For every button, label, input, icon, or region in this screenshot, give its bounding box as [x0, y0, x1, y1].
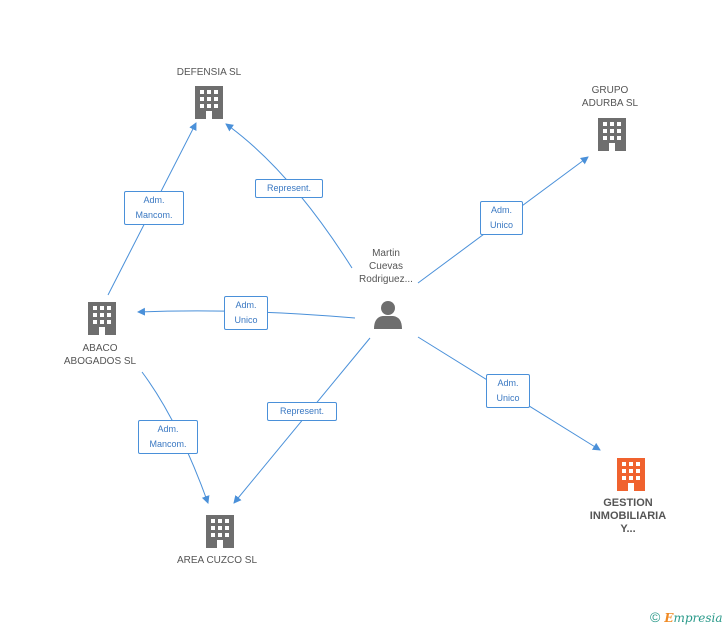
- node-label-martin[interactable]: Martin Cuevas Rodriguez...: [359, 248, 413, 285]
- building-icon-highlight[interactable]: [617, 458, 645, 491]
- edge-label-martin-abaco: Adm. Unico: [224, 296, 268, 330]
- node-label-abaco[interactable]: ABACO ABOGADOS SL: [63, 343, 137, 367]
- edge-label-martin-grupo: Adm. Unico: [480, 201, 523, 235]
- building-icon[interactable]: [206, 515, 234, 548]
- brand-logo-text: mpresia: [673, 611, 723, 625]
- building-icon[interactable]: [195, 86, 223, 119]
- copyright-icon: ©: [650, 609, 661, 625]
- edge-label-martin-gestion: Adm. Unico: [486, 374, 530, 408]
- edge-label-abaco-defensia: Adm. Mancom.: [124, 191, 184, 225]
- node-label-defensia[interactable]: DEFENSIA SL: [176, 67, 242, 78]
- person-icon[interactable]: [374, 301, 402, 329]
- building-icon[interactable]: [598, 118, 626, 151]
- footer-brand: ©Empresia: [650, 609, 723, 625]
- node-label-grupo[interactable]: GRUPO ADURBA SL: [581, 85, 639, 109]
- edge-label-abaco-area: Adm. Mancom.: [138, 420, 198, 454]
- edge-label-martin-area: Represent.: [267, 402, 337, 421]
- building-icon[interactable]: [88, 302, 116, 335]
- brand-logo-initial: E: [664, 611, 674, 625]
- node-label-area[interactable]: AREA CUZCO SL: [176, 555, 258, 566]
- edge-label-martin-defensia: Represent.: [255, 179, 323, 198]
- node-label-gestion[interactable]: GESTION INMOBILIARIA Y...: [589, 497, 667, 535]
